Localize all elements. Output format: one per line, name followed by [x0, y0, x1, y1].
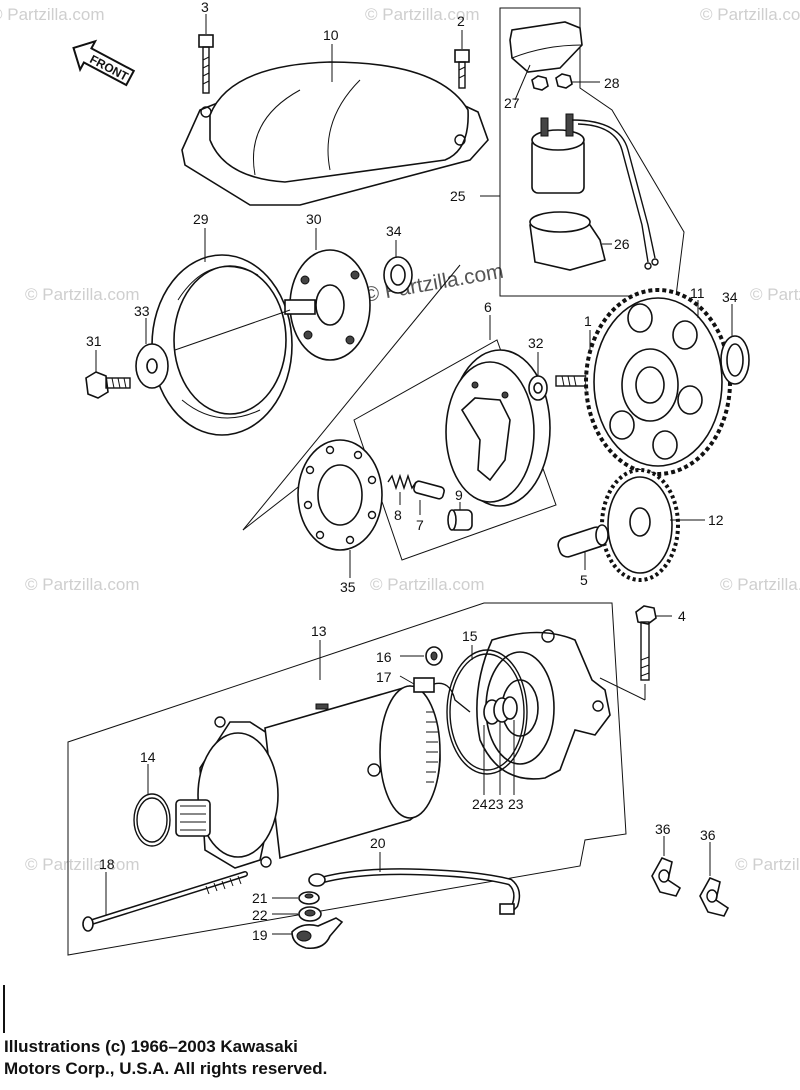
copyright-line-2: Motors Corp., U.S.A. All rights reserved… — [4, 1059, 328, 1078]
callout-6: 6 — [484, 299, 492, 315]
callout-36-left: 36 — [655, 821, 671, 837]
washer-34-left — [383, 240, 413, 294]
watermark-layer: © Partzilla.com © Partzilla.com © Partzi… — [0, 5, 800, 874]
washers-23-24 — [483, 696, 518, 795]
callout-19: 19 — [252, 927, 268, 943]
o-ring-15 — [446, 645, 528, 775]
watermark: © Partzilla.com — [700, 5, 800, 24]
washer-32 — [528, 352, 548, 401]
margin-rule — [3, 985, 5, 1033]
one-way-clutch-kit-box — [353, 339, 557, 561]
solenoid-cap-27 — [509, 21, 583, 101]
nut-28 — [531, 73, 600, 91]
callout-5: 5 — [580, 572, 588, 588]
pin-9 — [447, 502, 473, 531]
terminal-cover-19 — [272, 917, 344, 950]
callout-23b: 23 — [508, 796, 524, 812]
callout-9: 9 — [455, 487, 463, 503]
shaft-5 — [557, 524, 609, 570]
clutch-plate-35 — [297, 439, 383, 578]
watermark: © Partzilla.com — [735, 855, 800, 874]
o-ring-14 — [133, 764, 171, 847]
watermark: © Partzilla.com — [25, 855, 140, 874]
callout-18: 18 — [99, 856, 115, 872]
one-way-clutch-6 — [445, 349, 551, 507]
end-cover — [476, 629, 611, 780]
callout-15: 15 — [462, 628, 478, 644]
callout-4: 4 — [678, 608, 686, 624]
callout-23a: 23 — [488, 796, 504, 812]
clamp-36-right — [699, 842, 730, 917]
callout-17: 17 — [376, 669, 392, 685]
gear-12 — [600, 468, 705, 582]
clamp-36-left — [651, 836, 682, 897]
callout-21: 21 — [252, 890, 268, 906]
callout-11: 11 — [690, 285, 705, 301]
bolt-31 — [85, 350, 131, 399]
callout-36-right: 36 — [700, 827, 716, 843]
long-bolt-18 — [82, 871, 248, 932]
watermark: © Partzilla.com — [25, 575, 140, 594]
starter-solenoid — [531, 113, 659, 270]
callout-10: 10 — [323, 27, 339, 43]
brush-17 — [399, 675, 471, 713]
callout-row-24-23-23: 24 23 23 — [470, 796, 538, 812]
callout-3: 3 — [201, 0, 209, 15]
callout-12: 12 — [708, 512, 724, 528]
watermark: © Partzilla.com — [370, 575, 485, 594]
bolt-2 — [454, 30, 470, 89]
spring-8 — [387, 473, 417, 505]
solenoid-rubber-cover-26 — [529, 211, 612, 271]
callout-22: 22 — [252, 907, 268, 923]
starter-motor-13 — [175, 685, 441, 869]
watermark: © Partzilla.com — [750, 285, 800, 304]
callout-29: 29 — [193, 211, 209, 227]
starter-clutch-hub-30 — [284, 228, 371, 361]
callout-7: 7 — [416, 517, 424, 533]
washer-33 — [135, 318, 169, 389]
callout-16: 16 — [376, 649, 392, 665]
brush-16 — [400, 646, 443, 666]
callout-24: 24 — [472, 796, 488, 812]
callout-28: 28 — [604, 75, 620, 91]
starter-motor-assy-box — [67, 602, 627, 956]
starter-clutch-housing-29 — [151, 228, 293, 436]
front-arrow-icon: FRONT — [72, 39, 136, 87]
callout-35: 35 — [340, 579, 356, 595]
watermark: © Partzilla.com — [365, 5, 480, 24]
washer-22 — [272, 906, 322, 922]
callout-31: 31 — [86, 333, 102, 349]
callout-30: 30 — [306, 211, 322, 227]
bolt-3 — [198, 14, 214, 94]
solenoid-kit-box — [499, 7, 685, 297]
roller-7 — [413, 480, 445, 515]
callout-34-right: 34 — [722, 289, 738, 305]
callout-27: 27 — [504, 95, 520, 111]
callout-34-left: 34 — [386, 223, 402, 239]
callout-14: 14 — [140, 749, 156, 765]
watermark: © Partzilla.com — [720, 575, 800, 594]
callout-1: 1 — [584, 313, 592, 329]
callout-2: 2 — [457, 13, 465, 29]
washer-34-right — [720, 304, 750, 385]
bolt-4 — [599, 605, 672, 701]
callout-8: 8 — [394, 507, 402, 523]
callout-26: 26 — [614, 236, 630, 252]
starter-idle-gear-11 — [584, 288, 732, 476]
cable-20 — [308, 852, 521, 915]
watermark: © Partzilla.com — [0, 5, 105, 24]
callout-33: 33 — [134, 303, 150, 319]
callout-13: 13 — [311, 623, 327, 639]
callout-32: 32 — [528, 335, 544, 351]
copyright-notice: Illustrations (c) 1966–2003 Kawasaki Mot… — [4, 1036, 327, 1080]
callout-20: 20 — [370, 835, 386, 851]
callout-25: 25 — [450, 188, 466, 204]
copyright-line-1: Illustrations (c) 1966–2003 Kawasaki — [4, 1037, 298, 1056]
starter-cover-10 — [181, 44, 489, 206]
nut-21 — [272, 891, 320, 905]
watermark: © Partzilla.com — [25, 285, 140, 304]
